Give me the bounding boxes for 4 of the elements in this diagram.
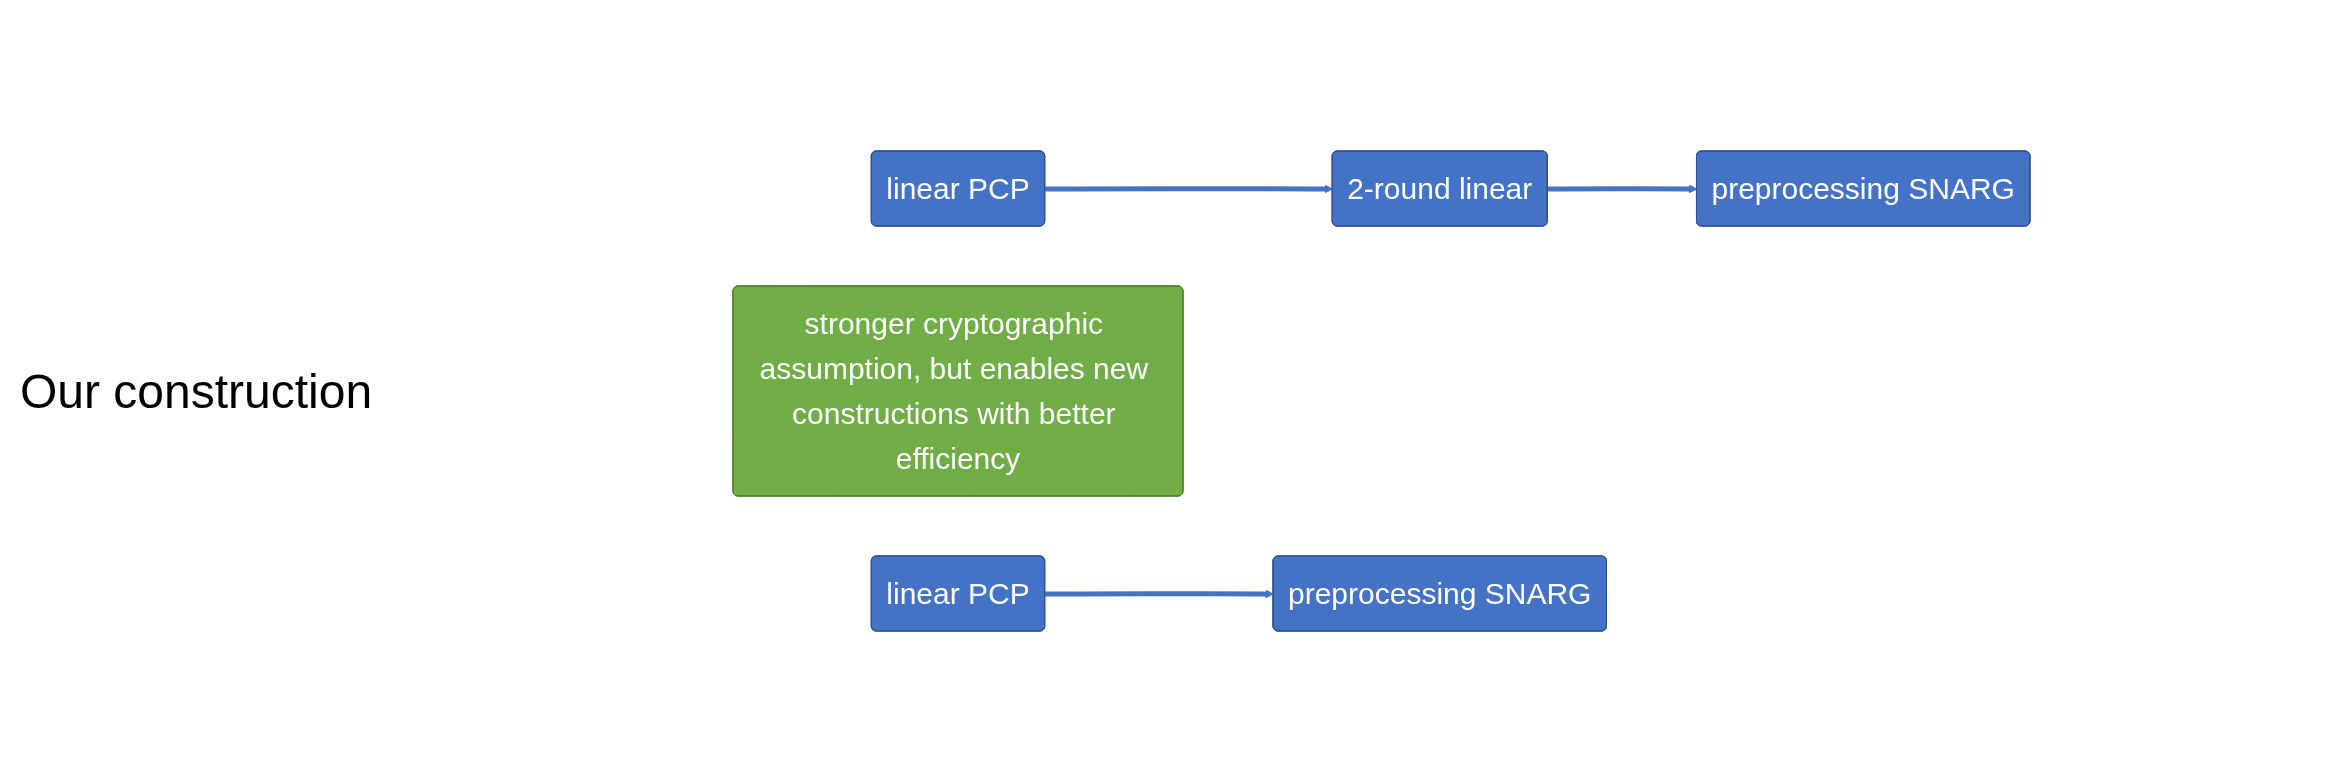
arrow (1547, 184, 1698, 194)
arrow (1045, 589, 1274, 599)
arrow (1045, 184, 1334, 194)
side-note: Our construction (20, 363, 374, 419)
